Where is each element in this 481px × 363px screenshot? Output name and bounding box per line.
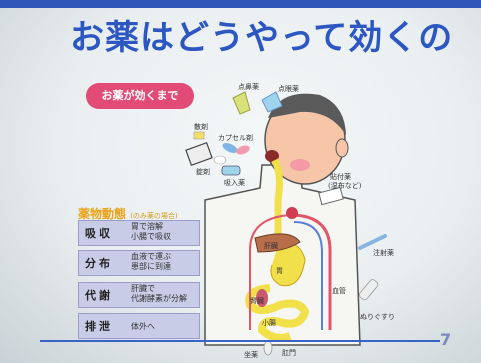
label-injection: 注射薬 — [373, 249, 394, 257]
eye-drop-bottle — [261, 91, 283, 113]
label-patch-note: (湿布など) — [328, 182, 362, 190]
drug-row-distribution: 分布 血液で運ぶ 患部に到達 — [78, 250, 200, 276]
blood-vessel-red — [289, 213, 332, 330]
stomach-shape — [270, 242, 306, 287]
bottom-line — [40, 340, 440, 342]
blood-vessel-blue — [293, 221, 323, 330]
label-liver: 肝臓 — [264, 242, 278, 250]
open-mouth — [265, 150, 279, 162]
drug-row-metabolism: 代謝 肝臓で 代謝酵素が分解 — [78, 282, 200, 308]
ointment-tube — [358, 279, 379, 301]
label-suppository: 坐薬 — [244, 351, 258, 359]
label-ointment: ぬりぐすり — [360, 313, 395, 321]
blood-vessel-red-2 — [249, 214, 291, 330]
heart — [286, 207, 298, 219]
drug-row-desc: 肝臓で 代謝酵素が分解 — [131, 284, 187, 303]
label-anus: 肛門 — [282, 349, 296, 357]
label-inhaler: 吸入薬 — [224, 179, 245, 187]
drug-heading-text: 薬物動態 — [78, 207, 127, 221]
label-powder: 散剤 — [194, 123, 208, 131]
drug-row-desc: 体外へ — [131, 322, 155, 331]
label-capsule: カプセル剤 — [218, 134, 253, 142]
capsule-pink — [236, 145, 250, 155]
kidney-shape — [256, 289, 268, 307]
drug-row-key: 吸収 — [85, 227, 113, 240]
drug-row-key: 代謝 — [85, 289, 113, 302]
label-stomach: 胃 — [276, 267, 283, 275]
label-patch: 貼付薬 — [330, 173, 351, 181]
drug-row-excretion: 排泄 体外へ — [78, 313, 200, 339]
slide-title: お薬はどうやって効くの — [70, 18, 454, 58]
label-tablet: 錠剤 — [196, 168, 210, 176]
drug-row-desc: 胃で溶解 小腸で吸収 — [131, 222, 171, 241]
drug-row-absorption: 吸収 胃で溶解 小腸で吸収 — [78, 220, 200, 246]
label-eye: 点眼薬 — [278, 85, 299, 93]
cheek — [290, 159, 310, 171]
nasal-spray-bottle — [232, 91, 251, 115]
patch — [318, 186, 344, 206]
top-bar — [0, 0, 481, 8]
hair — [268, 93, 346, 135]
label-small-intestine: 小腸 — [262, 319, 276, 327]
ear — [335, 138, 349, 158]
suppository — [263, 340, 273, 356]
esophagus — [271, 158, 283, 245]
drug-row-desc: 血液で運ぶ 患部に到達 — [131, 252, 171, 271]
powder-packet — [193, 131, 205, 140]
subtitle-pill: お薬が効くまで — [86, 83, 194, 109]
page-number: 7 — [440, 330, 452, 349]
label-vessel: 血管 — [332, 287, 346, 295]
capsule-blue — [222, 143, 238, 153]
drug-row-key: 分布 — [85, 257, 113, 270]
tablet-white — [213, 155, 227, 165]
tablet-box — [185, 141, 213, 167]
label-kidney: 腎臓 — [250, 297, 264, 305]
drug-heading-note: (のみ薬の場合) — [130, 212, 178, 220]
syringe — [358, 234, 387, 250]
label-nasal: 点鼻薬 — [238, 83, 259, 91]
drug-row-key: 排泄 — [85, 320, 113, 333]
liver-shape — [254, 233, 301, 253]
inhaler — [221, 165, 241, 176]
drug-section-heading: 薬物動態 (のみ薬の場合) — [78, 205, 178, 222]
